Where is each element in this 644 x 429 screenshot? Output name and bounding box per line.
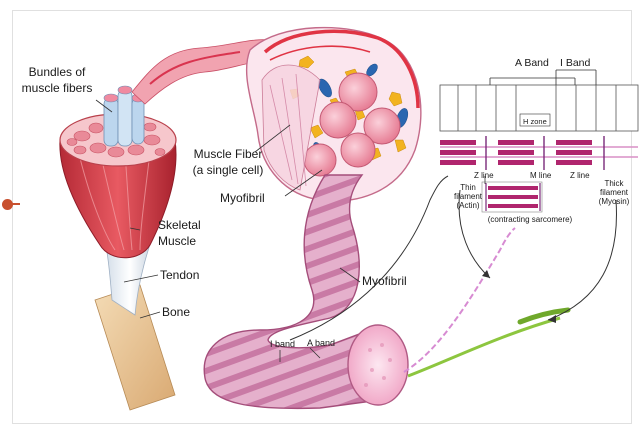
label-thick-line2: filament [600,188,629,197]
label-contracting-sarcomere: (contracting sarcomere) [488,215,573,224]
label-a-band-upper: A Band [515,57,549,69]
label-muscle-fiber-line1: Muscle Fiber [194,147,263,161]
label-skeletal-line2: Muscle [158,234,196,248]
label-thin-line1: Thin [460,183,476,192]
label-skeletal-line1: Skeletal [158,218,201,232]
label-thick-line1: Thick [604,179,624,188]
label-myofibril-lower: Myofibril [362,274,407,288]
label-myofibril-upper: Myofibril [220,191,265,205]
myosin-filament-extruded [408,318,560,376]
label-a-band-lower: A band [307,338,335,348]
label-tendon: Tendon [160,268,199,282]
actin-filament-extruded [404,228,515,372]
label-z-line-left: Z line [474,171,494,180]
label-thin-line3: (Actin) [456,201,479,210]
label-m-line: M line [530,171,552,180]
label-z-line-right: Z line [570,171,590,180]
label-muscle-fiber-line2: (a single cell) [193,163,264,177]
label-bundles-line2: muscle fibers [22,81,93,95]
label-bone: Bone [162,305,190,319]
label-h-zone: H zone [523,117,547,126]
myofibril-end-face [348,325,408,405]
label-bundles-line1: Bundles of [29,65,86,79]
label-i-band-upper: I Band [560,57,591,69]
label-i-band-lower: I band [270,339,295,349]
label-thin-line2: filament [454,192,483,201]
label-thick-line3: (Myosin) [599,197,630,206]
